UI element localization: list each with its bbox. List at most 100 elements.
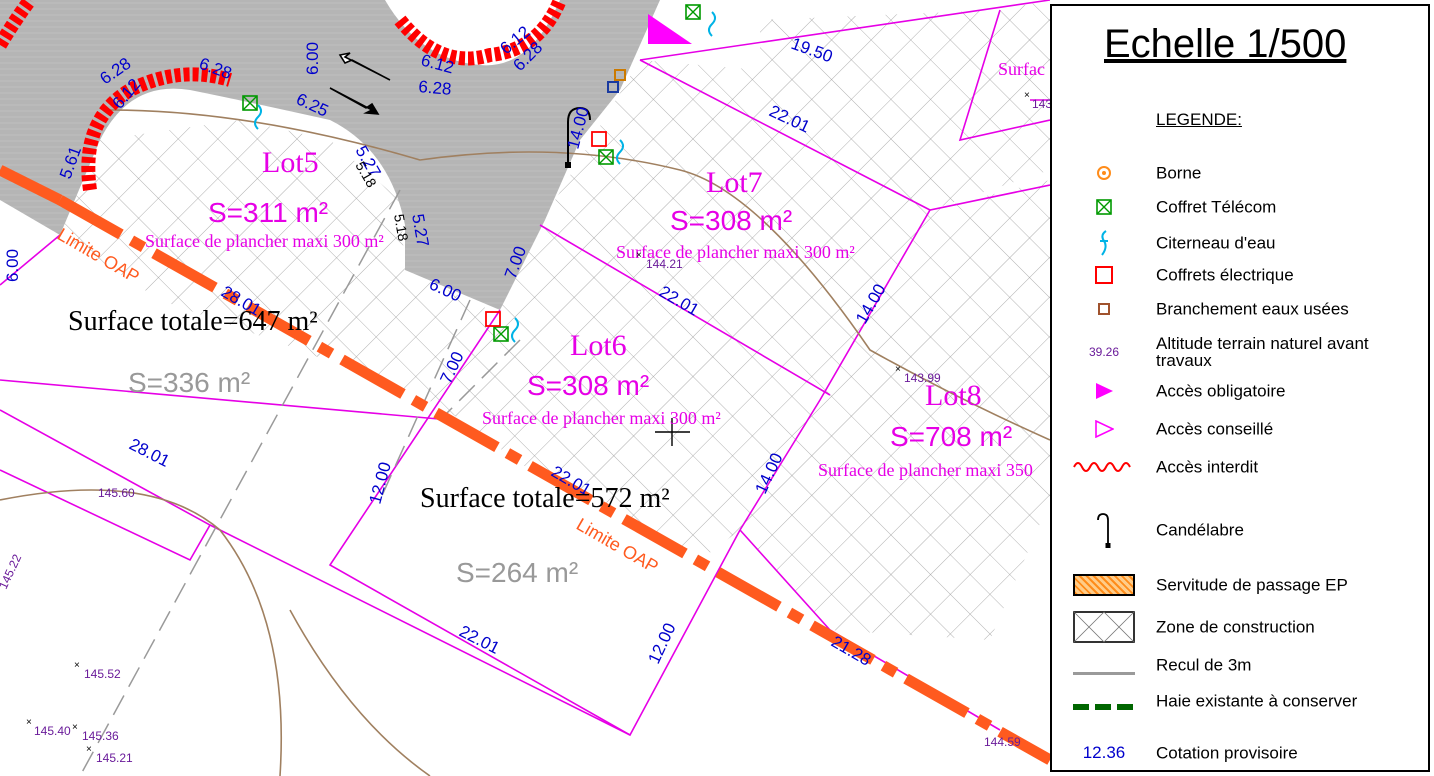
legend-item-borne: Borne: [1052, 156, 1428, 190]
acces-obligatoire-arrow: [648, 14, 692, 44]
legend-label: Servitude de passage EP: [1156, 575, 1348, 595]
legend-item-citerneau: Citerneau d'eau: [1052, 226, 1428, 260]
dim-6-00-a: 6.00: [303, 42, 322, 75]
area-gray-1: S=336 m²: [128, 367, 250, 398]
legend-label: Citerneau d'eau: [1156, 233, 1276, 253]
alt-143-99: 143.99: [904, 371, 941, 385]
legend-label: Zone de construction: [1156, 617, 1315, 637]
legend-item-altitude: 39.26 Altitude terrain naturel avant tra…: [1052, 332, 1428, 372]
legend-label: Haie existante à conserver: [1156, 691, 1358, 711]
telecom-box-icon: [1096, 199, 1112, 215]
alt-145-40: 145.40: [34, 724, 71, 738]
recul-lines: [79, 189, 521, 776]
legend-item-haie: Haie existante à conserver: [1052, 684, 1428, 718]
legend-item-acces-conseille: Accès conseillé: [1052, 412, 1428, 446]
lot7-area: S=308 m²: [670, 205, 792, 236]
legend-item-candelabre: Candélabre: [1052, 510, 1428, 550]
dimension-sample: 12.36: [1082, 743, 1126, 762]
svg-text:×: ×: [72, 722, 78, 733]
legend-label: Candélabre: [1156, 520, 1244, 540]
legend-label: Borne: [1156, 163, 1202, 183]
legend-heading: LEGENDE:: [1156, 110, 1242, 129]
legend-item-cotation: 12.36 Cotation provisoire: [1052, 736, 1428, 770]
legend-item-recul: Recul de 3m: [1052, 648, 1428, 682]
terrain-contours: [0, 109, 1050, 776]
legend-item-acces-interdit: Accès interdit: [1052, 450, 1428, 484]
hedge-line-icon: [1073, 704, 1135, 710]
svg-text:×: ×: [1024, 90, 1030, 101]
dim-21-28: 21.28: [828, 632, 874, 670]
dim-5-18-b: 5.18: [391, 213, 412, 243]
legend-label: Accès interdit: [1156, 457, 1259, 477]
legend-panel: Echelle 1/500 LEGENDE: Borne Coffret Tél…: [1050, 4, 1430, 772]
access-interdit-curves: [0, 0, 567, 191]
dim-6-00-c: 6.00: [3, 249, 22, 282]
legend-label: Altitude terrain naturel avant travaux: [1156, 334, 1369, 370]
alt-145-36: 145.36: [82, 729, 119, 743]
svg-text:×: ×: [26, 717, 32, 728]
legend-label: Accès obligatoire: [1156, 381, 1286, 401]
alt-143: 143: [1032, 97, 1050, 111]
lot6-area: S=308 m²: [527, 370, 649, 401]
dim-28-01-b: 28.01: [126, 435, 173, 471]
servitude-hatch-icon: [1073, 574, 1135, 596]
legend-label: Accès conseillé: [1156, 419, 1274, 439]
alt-144-21: 144.21: [646, 257, 683, 271]
legend-label: Recul de 3m: [1156, 655, 1252, 675]
legend-label: Coffrets électrique: [1156, 265, 1294, 285]
outline-triangle-icon: [1095, 420, 1114, 438]
electric-box-icon: [1095, 266, 1113, 284]
svg-text:×: ×: [74, 660, 80, 671]
alt-145-60: 145.60: [98, 486, 135, 500]
alt-144-59: 144.59: [984, 735, 1021, 749]
construction-zone-lot5: [60, 120, 500, 405]
lot8-name: Lot8: [925, 379, 982, 412]
legend-item-acces-obligatoire: Accès obligatoire: [1052, 374, 1428, 408]
legend-item-coffret-telecom: Coffret Télécom: [1052, 190, 1428, 224]
site-plan-svg: 6.28 6.28 6.12 6.12 6.28 6.28 6.12 6.00 …: [0, 0, 1050, 776]
scale-title: Echelle 1/500: [1104, 22, 1347, 66]
lot5-floor: Surface de plancher maxi 300 m²: [145, 231, 384, 251]
lot6-name: Lot6: [570, 329, 627, 362]
legend-item-branchement: Branchement eaux usées: [1052, 292, 1428, 326]
construction-zone-lot8: [740, 180, 1050, 640]
lot6-floor: Surface de plancher maxi 300 m²: [482, 408, 721, 428]
legend-label: Coffret Télécom: [1156, 197, 1277, 217]
construction-zone-icon: [1073, 611, 1135, 643]
altitude-markers: × × × × × × ×: [26, 90, 1030, 755]
sewer-connection-icon: [1098, 303, 1110, 315]
construction-zone-top-right: [760, 0, 1050, 210]
dim-6-28-c: 6.28: [418, 77, 453, 99]
filled-triangle-icon: [1096, 383, 1113, 399]
svg-text:×: ×: [86, 744, 92, 755]
water-tank-icon: [1100, 230, 1108, 256]
altitude-sample: 39.26: [1088, 345, 1120, 359]
streetlight-icon: [1097, 513, 1111, 548]
lot8-area: S=708 m²: [890, 421, 1012, 452]
legend-item-servitude: Servitude de passage EP: [1052, 568, 1428, 602]
dim-12-00-a: 12.00: [366, 460, 395, 506]
recul-line-icon: [1073, 671, 1135, 675]
lot7-name: Lot7: [706, 166, 763, 199]
total-surface-1: Surface totale=647 m²: [68, 306, 318, 337]
legend-label: Cotation provisoire: [1156, 743, 1298, 763]
legend-item-zone-construction: Zone de construction: [1052, 610, 1428, 644]
borne-icon: [1097, 166, 1111, 180]
oap-boundary: [0, 165, 1050, 765]
alt-145-21: 145.21: [96, 751, 133, 765]
dim-12-00-b: 12.00: [644, 620, 679, 667]
map-symbols: [242, 4, 716, 446]
svg-text:×: ×: [895, 364, 901, 375]
total-surface-2: Surface totale=572 m²: [420, 483, 670, 514]
site-plan-map[interactable]: 6.28 6.28 6.12 6.12 6.28 6.28 6.12 6.00 …: [0, 0, 1050, 776]
alt-145-22: 145.22: [0, 552, 24, 591]
area-gray-2: S=264 m²: [456, 557, 578, 588]
legend-item-coffrets-electrique: Coffrets électrique: [1052, 258, 1428, 292]
lot-partial-label: Surfac: [998, 59, 1045, 79]
no-access-icon: [1073, 462, 1131, 472]
road-area: [0, 0, 660, 310]
legend-label: Branchement eaux usées: [1156, 299, 1349, 319]
road-arrows: [329, 52, 391, 115]
alt-145-52: 145.52: [84, 667, 121, 681]
svg-text:×: ×: [636, 250, 642, 261]
